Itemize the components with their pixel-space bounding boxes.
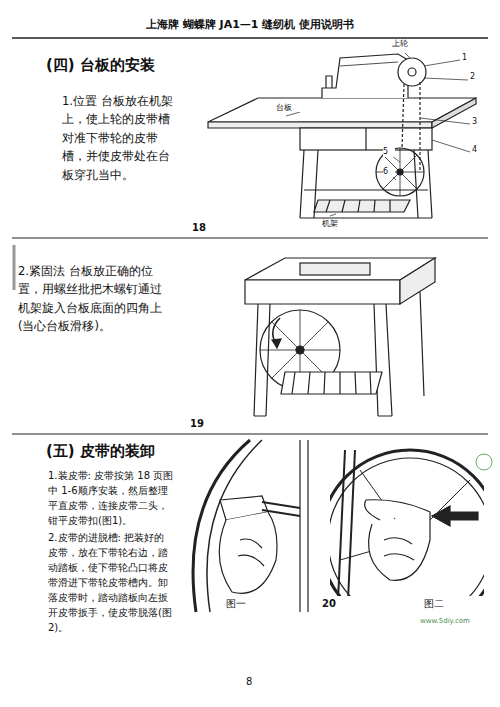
body-text: 1.位置 台板放在机架上，使上轮的皮带槽对准下带轮的皮带槽，并使皮带处在台板穿孔… — [62, 92, 174, 184]
figure-belt-release — [320, 450, 500, 630]
section-heading: (四) 台板的安装 — [46, 56, 196, 74]
callout-label: 上轮 — [392, 40, 422, 48]
page-header: 上海牌 蝴蝶牌 JA1—1 缝纫机 使用说明书 — [0, 18, 500, 31]
callout-label: 台板 — [276, 104, 306, 112]
section-heading: (五) 皮带的装卸 — [46, 442, 196, 460]
body-text: 2.紧固法 台板放正确的位置，用螺丝批把木螺钉通过机架旋入台板底面的四角上(当心… — [18, 262, 170, 336]
page-number: 18 — [192, 222, 212, 233]
callout-number: 3 — [472, 118, 486, 127]
figure-caption: 图一 — [226, 598, 262, 609]
callout-label: 机架 — [322, 220, 352, 228]
figure-belt-install — [176, 440, 322, 612]
callout-number: 1 — [462, 54, 476, 63]
page-number: 20 — [322, 598, 342, 609]
callout-number: 6 — [383, 168, 395, 177]
callout-number: 4 — [472, 146, 486, 155]
figure-caption: 图二 — [424, 598, 460, 609]
page-number: 19 — [190, 418, 210, 429]
watermark: www.5diy.com — [420, 618, 494, 626]
figure-table-frame — [245, 258, 435, 416]
callout-number: 2 — [470, 73, 484, 82]
body-text: 2.皮带的进脱槽: 把装好的皮带，放在下带轮右边，踏动踏板，使下带轮凸口将皮带滑… — [48, 530, 174, 635]
body-text: 1.装皮带: 皮带按第 18 页图中 1-6顺序安装，然后整理平直皮带，连接皮带… — [48, 468, 174, 528]
callout-number: 5 — [383, 148, 395, 157]
page-number: 8 — [246, 676, 266, 687]
figure-table-machine — [12, 38, 488, 434]
